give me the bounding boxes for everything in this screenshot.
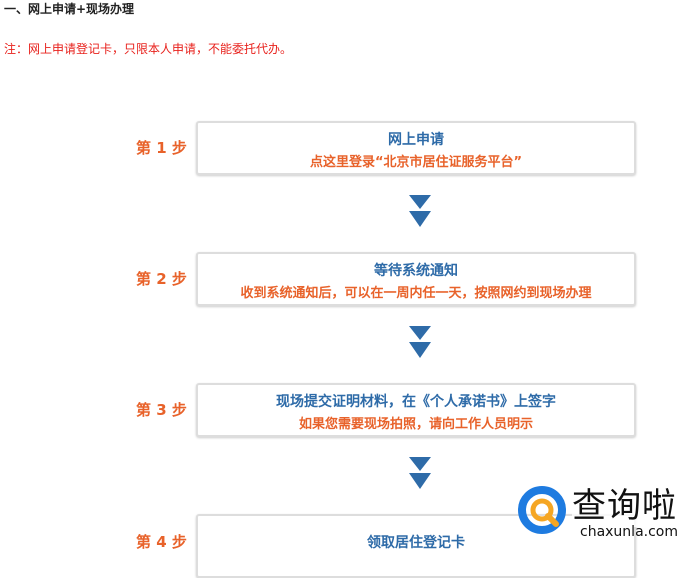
step-3-sub: 如果您需要现场拍照，请向工作人员明示 (298, 417, 533, 432)
note-text: 注：网上申请登记卡，只限本人申请，不能委托代办。 (4, 42, 293, 56)
step-4-label: 第 4 步 (136, 533, 187, 551)
section-heading: 一、网上申请+现场办理 (4, 2, 135, 16)
step-2-sub: 收到系统通知后，可以在一周内任一天，按照网约到现场办理 (240, 286, 592, 301)
search-logo-icon (518, 486, 566, 534)
watermark-url: chaxunla.com (580, 524, 678, 540)
step-1-link[interactable]: 点这里登录“北京市居住证服务平台” (309, 155, 523, 170)
step-2-title: 等待系统通知 (374, 263, 458, 279)
step-1-title: 网上申请 (388, 132, 444, 148)
arrow-down-icon (409, 457, 431, 489)
step-3-label: 第 3 步 (136, 401, 187, 419)
arrow-down-icon (409, 326, 431, 358)
step-1-box[interactable]: 网上申请 点这里登录“北京市居住证服务平台” (196, 121, 636, 175)
step-3-title: 现场提交证明材料，在《个人承诺书》上签字 (276, 394, 556, 410)
watermark-name: 查询啦 (572, 478, 677, 527)
step-3-box: 现场提交证明材料，在《个人承诺书》上签字 如果您需要现场拍照，请向工作人员明示 (196, 383, 636, 437)
step-2-box: 等待系统通知 收到系统通知后，可以在一周内任一天，按照网约到现场办理 (196, 252, 636, 306)
arrow-down-icon (409, 195, 431, 227)
watermark-logo: 查询啦 chaxunla.com (516, 478, 692, 548)
step-1-label: 第 1 步 (136, 139, 187, 157)
step-4-title: 领取居住登记卡 (367, 535, 465, 551)
step-2-label: 第 2 步 (136, 270, 187, 288)
